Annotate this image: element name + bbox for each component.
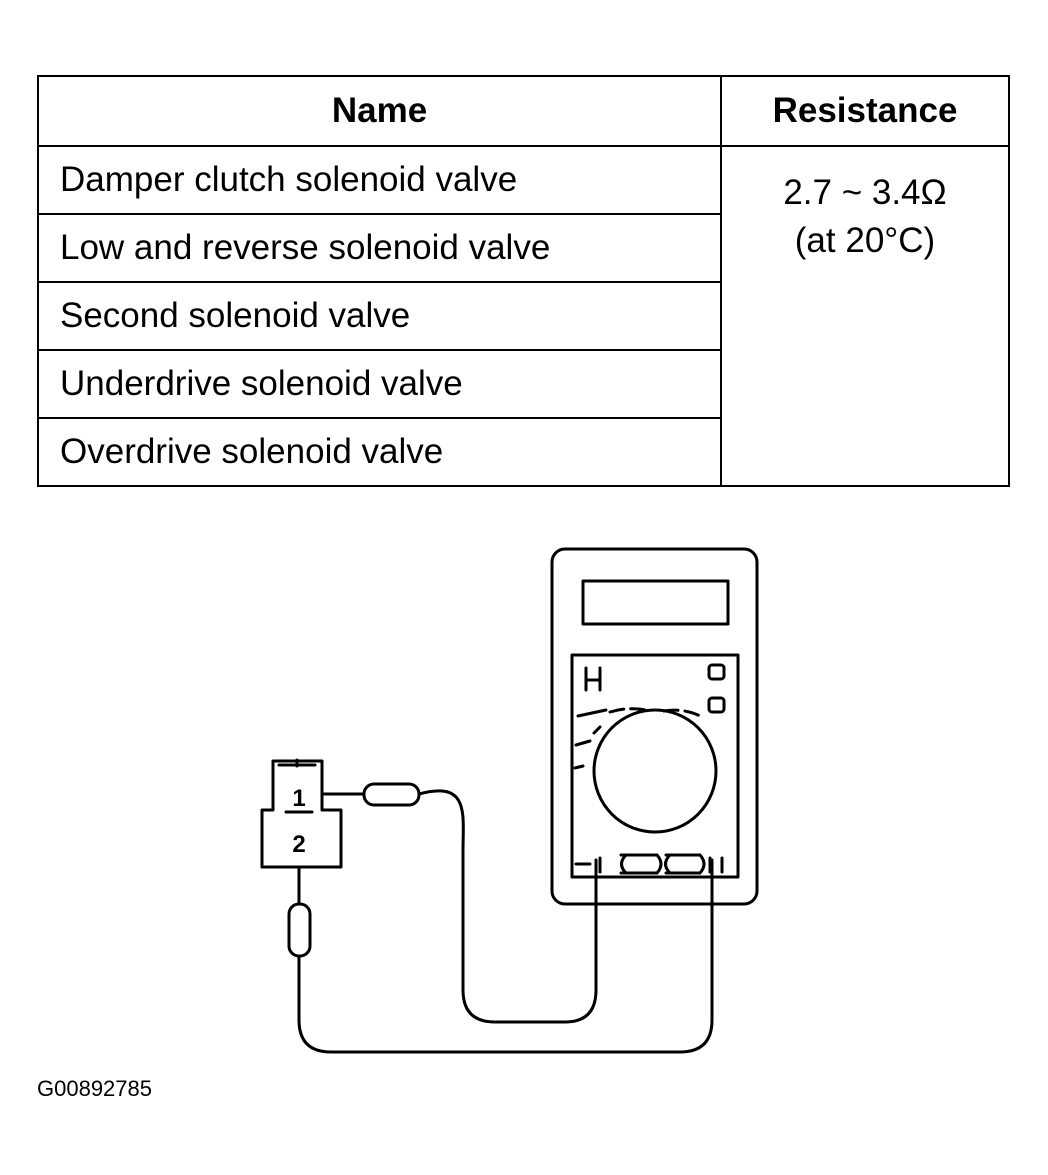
resistance-value-cell: 2.7 ~ 3.4Ω (at 20°C): [720, 145, 1010, 487]
valve-name-cell: Damper clutch solenoid valve: [37, 145, 722, 215]
solenoid-connector: [260, 758, 343, 869]
table-row: Low and reverse solenoid valve: [37, 213, 1009, 283]
selector-dial: [592, 708, 718, 834]
resistance-condition: (at 20°C): [794, 221, 936, 260]
multimeter-body: [550, 547, 759, 906]
dial-scale-icon: [608, 707, 702, 718]
multimeter-panel: [570, 653, 740, 879]
table-row: Second solenoid valve: [37, 281, 1009, 351]
resistance-column-header: Resistance: [720, 75, 1010, 147]
valve-name-cell: Low and reverse solenoid valve: [37, 213, 722, 283]
table-row: Underdrive solenoid valve: [37, 349, 1009, 419]
test-lead-wire: [297, 858, 714, 1054]
resistance-value: 2.7 ~ 3.4Ω: [783, 173, 947, 212]
unit-symbol-icon: [584, 666, 602, 692]
valve-name-cell: Second solenoid valve: [37, 281, 722, 351]
valve-name-cell: Underdrive solenoid valve: [37, 349, 722, 419]
name-column-header: Name: [37, 75, 722, 147]
test-lead-wire: [417, 789, 598, 1024]
connector-latch-icon: [277, 758, 317, 768]
valve-name-cell: Overdrive solenoid valve: [37, 417, 722, 487]
probe-handle: [287, 902, 312, 958]
connector-housing: [260, 759, 343, 869]
multimeter: [550, 547, 759, 906]
terminal-1-label: 1: [292, 785, 305, 812]
table-row: Damper clutch solenoid valve 2.7 ~ 3.4Ω …: [37, 145, 1010, 487]
resistance-spec-table: Name Resistance Damper clutch solenoid v…: [37, 75, 1010, 487]
figure-id: G00892785: [37, 1076, 152, 1101]
table-header-row: Name Resistance: [37, 75, 1010, 147]
probe-jacks: [574, 853, 724, 875]
range-button-icon: [707, 696, 726, 714]
dial-tick-icon: [573, 708, 608, 770]
table-row: Overdrive solenoid valve: [37, 417, 1009, 487]
probe-handle: [362, 782, 421, 807]
multimeter-display: [581, 579, 730, 626]
terminal-2-label: 2: [292, 831, 305, 858]
range-button-icon: [707, 663, 726, 681]
